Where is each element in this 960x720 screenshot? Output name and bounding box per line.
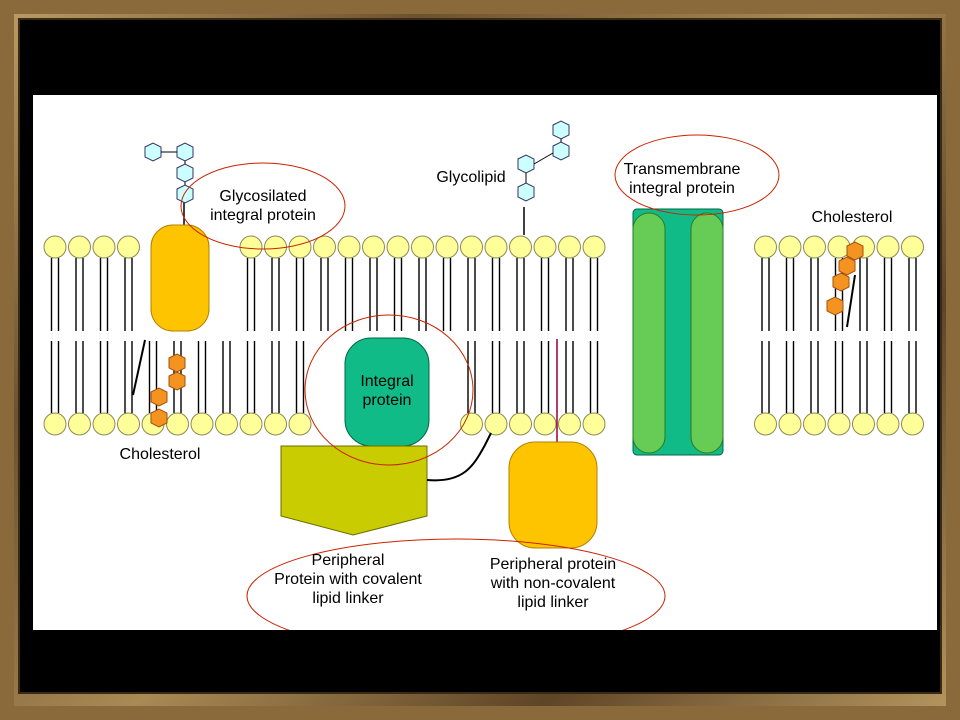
lipid-head bbox=[827, 412, 851, 436]
lipid-head bbox=[264, 235, 287, 259]
lipid-head bbox=[117, 412, 140, 436]
lipid-head bbox=[901, 412, 924, 436]
cholesterol-left-shape bbox=[150, 353, 186, 428]
lipid-head bbox=[803, 235, 826, 259]
lipid-head bbox=[558, 412, 581, 436]
covalent-lipid-linker bbox=[426, 432, 492, 482]
label-transmembrane: Transmembrane integral protein bbox=[623, 161, 741, 197]
lipid-head bbox=[68, 235, 91, 259]
lipid-head bbox=[876, 235, 900, 259]
lipid-head bbox=[460, 235, 483, 259]
cholesterol-left-tail bbox=[132, 339, 146, 396]
lipid-head bbox=[92, 235, 116, 259]
lipid-head bbox=[778, 235, 802, 259]
lipid-head bbox=[411, 235, 434, 259]
lipid-head bbox=[484, 412, 508, 436]
lipid-head bbox=[533, 412, 557, 436]
lipid-head bbox=[435, 235, 459, 259]
label-glycosilated: Glycosilated integral protein bbox=[210, 188, 316, 224]
membrane-svg bbox=[43, 120, 924, 654]
label-cholesterol-right: Cholesterol bbox=[811, 209, 893, 226]
lipid-head bbox=[852, 412, 875, 436]
lipid-heads bbox=[43, 235, 924, 436]
lipid-head bbox=[386, 235, 410, 259]
lipid-head bbox=[239, 412, 263, 436]
label-integral: Integral protein bbox=[360, 373, 414, 409]
lipid-head bbox=[901, 235, 924, 259]
cholesterol-right-tail bbox=[846, 274, 856, 328]
lipid-head bbox=[876, 412, 900, 436]
lipid-head bbox=[117, 235, 140, 259]
label-cholesterol-left: Cholesterol bbox=[119, 446, 201, 463]
circle-integral bbox=[304, 314, 474, 466]
lipid-head bbox=[582, 235, 606, 259]
lipid-head bbox=[337, 235, 361, 259]
lipid-head bbox=[362, 235, 385, 259]
circle-transmembrane bbox=[614, 134, 780, 216]
lipid-head bbox=[509, 412, 532, 436]
circle-glycosilated bbox=[180, 162, 346, 250]
label-peripheral-covalent: Peripheral Protein with covalent lipid l… bbox=[274, 552, 422, 607]
lipid-head bbox=[533, 235, 557, 259]
lipid-head bbox=[166, 412, 189, 436]
lipid-head bbox=[313, 235, 336, 259]
lipid-head bbox=[803, 412, 826, 436]
lipid-head bbox=[239, 235, 263, 259]
peripheral-noncovalent-protein bbox=[508, 441, 598, 549]
lipid-head bbox=[288, 412, 312, 436]
lipid-head bbox=[484, 235, 508, 259]
label-peripheral-noncovalent: Peripheral protein with non-covalent lip… bbox=[489, 556, 617, 611]
membrane-diagram: Glycosilated integral protein Glycolipid… bbox=[33, 95, 937, 654]
label-glycolipid: Glycolipid bbox=[436, 169, 506, 186]
lipid-head bbox=[460, 412, 483, 436]
glycolipid-sugar-chain bbox=[517, 120, 570, 202]
lipid-head bbox=[754, 235, 777, 259]
lipid-head bbox=[190, 412, 214, 436]
lipid-head bbox=[754, 412, 777, 436]
cholesterol-right-shape bbox=[826, 241, 864, 316]
glycosilated-protein bbox=[150, 224, 210, 332]
lipid-head bbox=[582, 412, 606, 436]
lipid-tails bbox=[50, 258, 917, 413]
lipid-head bbox=[92, 412, 116, 436]
lipid-head bbox=[215, 412, 238, 436]
lipid-head bbox=[509, 235, 532, 259]
peripheral-covalent-protein bbox=[280, 445, 428, 536]
lipid-head bbox=[68, 412, 91, 436]
lipid-head bbox=[778, 412, 802, 436]
lipid-head bbox=[264, 412, 287, 436]
lipid-head bbox=[558, 235, 581, 259]
lipid-head bbox=[43, 235, 67, 259]
glyco-sugar-chain bbox=[144, 142, 194, 204]
transmembrane-protein bbox=[632, 208, 724, 456]
lipid-head bbox=[288, 235, 312, 259]
lipid-head bbox=[43, 412, 67, 436]
